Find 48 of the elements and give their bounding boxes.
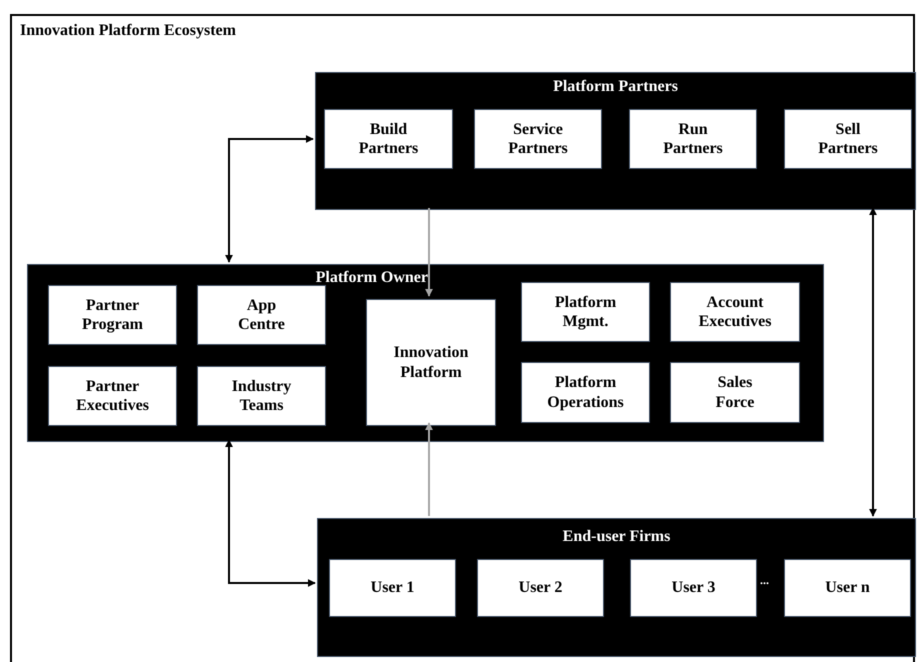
process-box (521, 362, 650, 423)
process-box (670, 362, 800, 423)
box-label: Innovation Platform (392, 343, 470, 382)
group-heading: Platform Owner (316, 269, 428, 287)
process-box (324, 109, 453, 169)
connector-arrow (869, 207, 877, 517)
connector-arrow (425, 208, 433, 297)
process-box (366, 299, 496, 426)
process-box (329, 559, 456, 617)
box-label: Sell Partners (817, 120, 879, 158)
box-label: Partner Executives (75, 376, 150, 416)
box-label: Run Partners (662, 120, 724, 158)
box-label: User 1 (370, 578, 414, 598)
box-label: Sales Force (714, 373, 756, 412)
box-label: Service Partners (507, 120, 569, 158)
box-label: Industry Teams (230, 376, 292, 416)
process-box (197, 366, 326, 426)
process-box (477, 559, 604, 617)
group-panel (27, 264, 824, 442)
diagram-frame (10, 14, 915, 662)
connector-arrow (225, 135, 314, 263)
group-panel (317, 518, 916, 657)
group-heading: Innovation Platform Ecosystem (20, 22, 236, 40)
process-box (521, 282, 650, 342)
box-label: User 3 (672, 578, 716, 598)
box-label: Account Executives (698, 292, 772, 332)
process-box (48, 285, 177, 345)
ellipsis-label: ... (760, 573, 769, 588)
process-box (784, 559, 911, 617)
box-label: App Centre (237, 296, 286, 334)
connector-arrow (425, 422, 433, 516)
box-label: Partner Program (80, 296, 144, 334)
box-label: User n (825, 578, 870, 598)
process-box (784, 109, 912, 169)
process-box (48, 366, 177, 426)
process-box (629, 109, 757, 169)
process-box (197, 285, 326, 345)
process-box (630, 559, 757, 617)
group-heading: Platform Partners (553, 78, 678, 96)
group-panel (315, 72, 916, 210)
connector-arrow (225, 439, 316, 587)
box-label: Platform Mgmt. (554, 292, 618, 332)
box-label: User 2 (518, 578, 562, 598)
box-label: Build Partners (358, 120, 420, 158)
box-label: Platform Operations (546, 373, 625, 412)
group-heading: End-user Firms (562, 528, 670, 546)
process-box (670, 282, 800, 342)
process-box (474, 109, 602, 169)
